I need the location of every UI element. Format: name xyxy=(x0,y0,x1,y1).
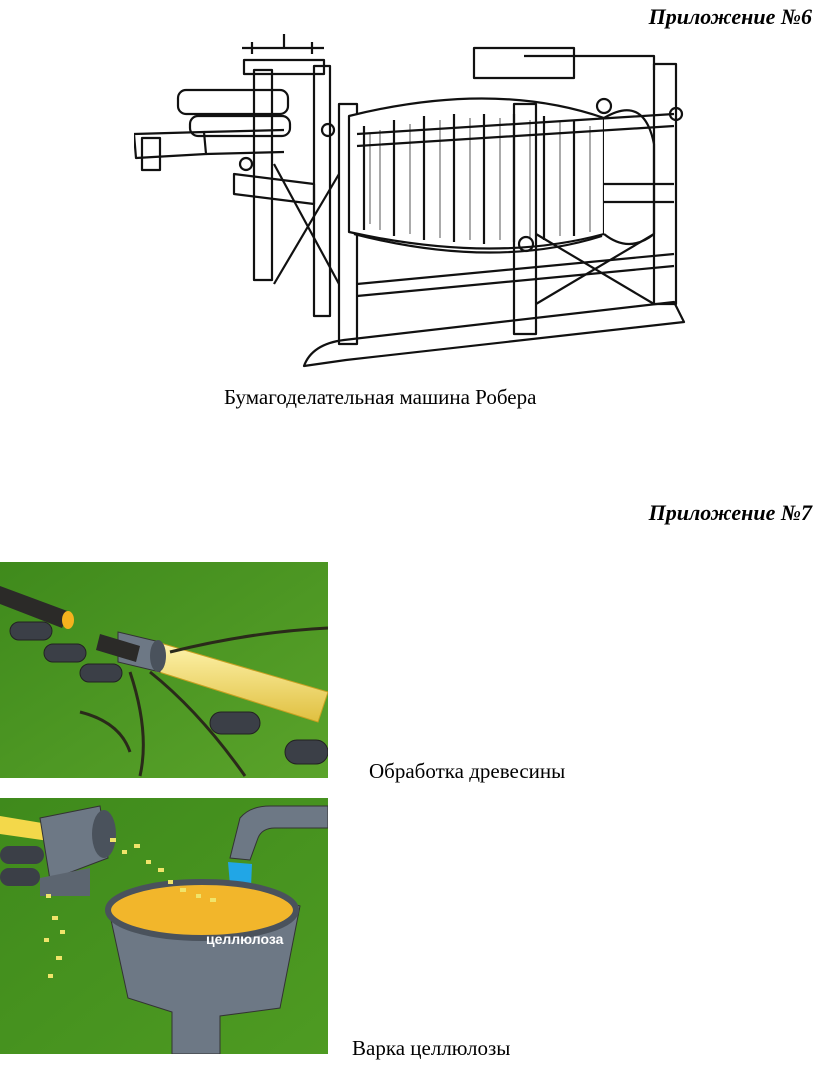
appendix-6-caption: Бумагоделательная машина Робера xyxy=(224,385,537,409)
appendix-6-heading: Приложение №6 xyxy=(648,4,812,29)
cellulose-label: целлюлоза xyxy=(206,931,284,947)
appendix-7-caption-2: Варка целлюлозы xyxy=(352,1036,511,1060)
robert-paper-machine-illustration xyxy=(134,34,694,374)
cellulose-cooking-illustration: целлюлоза xyxy=(0,798,328,1054)
appendix-7-heading: Приложение №7 xyxy=(648,500,812,525)
appendix-7-caption-1: Обработка древесины xyxy=(369,759,566,783)
wood-processing-illustration xyxy=(0,562,328,778)
